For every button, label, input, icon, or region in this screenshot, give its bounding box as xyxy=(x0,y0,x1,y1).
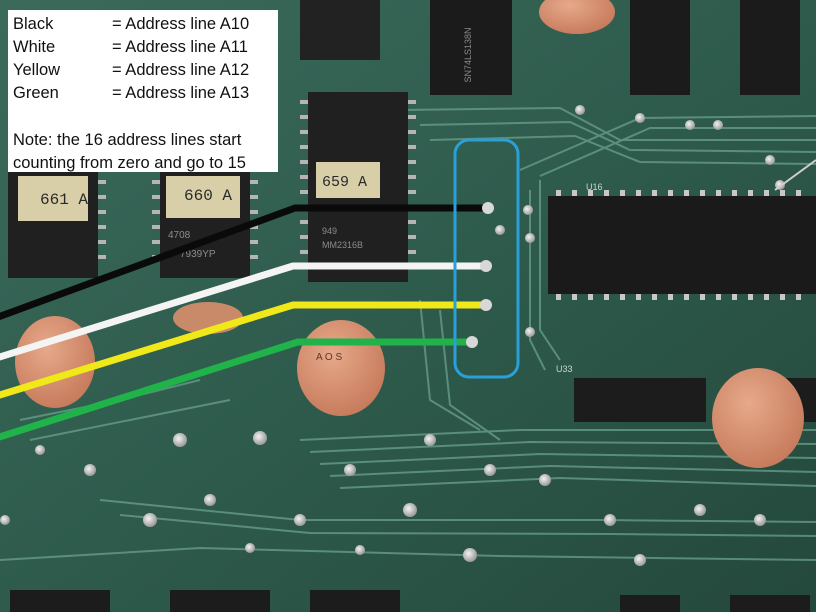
svg-text:MM2316B: MM2316B xyxy=(322,240,363,250)
legend-note: Note: the 16 address lines start countin… xyxy=(13,131,246,172)
pcb-traces xyxy=(0,106,816,561)
wire-yellow xyxy=(0,301,490,399)
svg-text:4708: 4708 xyxy=(168,230,191,241)
bottom-chips xyxy=(10,590,810,612)
capacitor-top xyxy=(539,0,615,34)
wire-solder-points xyxy=(466,202,494,348)
capacitor-label: A O S xyxy=(316,352,342,363)
wire-black xyxy=(0,204,492,321)
address-wires xyxy=(0,204,492,441)
cpu-chip-u16: U16 xyxy=(548,182,816,300)
legend-description: = Address line A11 xyxy=(112,38,248,56)
svg-text:U16: U16 xyxy=(586,182,603,192)
svg-text:U33: U33 xyxy=(556,364,573,374)
legend-color-name: Yellow xyxy=(13,61,61,79)
chip-659-label: 659 A xyxy=(322,174,367,191)
rom-chips: 661 A 660 A 4708 7939YP 659 A 949 MM2316… xyxy=(8,92,416,282)
legend-color-name: Green xyxy=(13,84,59,102)
chip-660-label: 660 A xyxy=(184,187,232,205)
top-chip-marking: SN74LS138N xyxy=(463,27,473,82)
solder-pads xyxy=(0,105,785,566)
top-chips: SN74LS138N xyxy=(300,0,800,95)
legend-description: = Address line A10 xyxy=(112,15,250,33)
legend-color-name: Black xyxy=(13,15,54,33)
wire-green xyxy=(0,338,476,441)
legend-description: = Address line A12 xyxy=(112,61,250,79)
svg-text:949: 949 xyxy=(322,226,337,236)
svg-text:7939YP: 7939YP xyxy=(180,249,216,260)
wire-white xyxy=(0,262,490,361)
chip-661-label: 661 A xyxy=(40,191,88,209)
legend-description: = Address line A13 xyxy=(112,84,250,102)
legend-color-name: White xyxy=(13,38,56,56)
wire-legend: Black = Address line A10 White = Address… xyxy=(8,10,278,172)
highlight-box xyxy=(453,138,520,379)
